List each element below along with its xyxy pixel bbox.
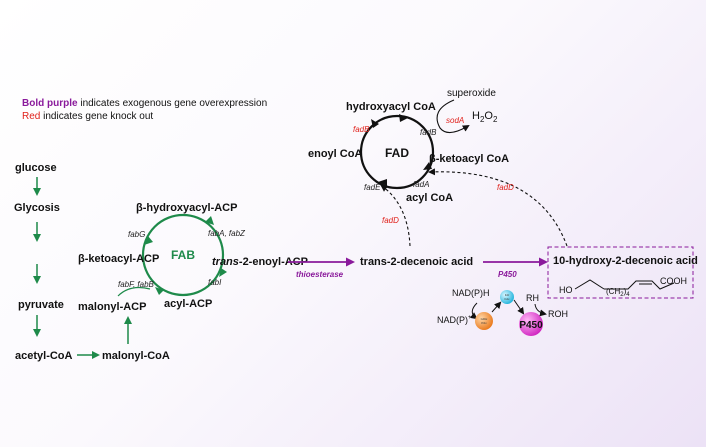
fad-center-label: FAD <box>385 146 409 160</box>
fadD-right-gene: fadD <box>497 183 514 192</box>
legend-purple-desc: indicates exogenous gene overexpression <box>78 98 268 109</box>
structure-ch2-close: ) <box>624 287 627 296</box>
fad-ketoacyl-label: β-ketoacyl CoA <box>429 153 509 165</box>
fad-arrowhead-right <box>423 162 432 170</box>
hydroxy-acid-label: 10-hydroxy-2-decenoic acid <box>553 255 698 267</box>
fadB-knockout-gene: fadB <box>353 125 370 134</box>
nadph-label: NAD(P)H <box>452 288 490 298</box>
structure-ch2: (CH2)4 <box>606 287 630 298</box>
fabAZ-gene: fabA, fabZ <box>208 229 246 238</box>
structure-ch2-n: 4 <box>626 292 630 298</box>
fadB-gene: fadB <box>420 128 437 137</box>
structure-ch2-sub: 2 <box>620 292 624 298</box>
fad-enoyl-label: enoyl CoA <box>308 148 362 160</box>
legend-purple-term: Bold purple <box>22 98 78 109</box>
nadp-label: NAD(P)+ <box>437 315 472 325</box>
fab-arrowhead-1 <box>144 236 153 245</box>
reductase-ball <box>500 290 514 304</box>
structure-cooh: COOH <box>660 276 687 286</box>
red-to-p450-arrow <box>513 299 525 315</box>
h2o2-h: H <box>472 110 480 122</box>
legend-red-term: Red <box>22 111 40 122</box>
fab-hydroxyacyl-label: β-hydroxyacyl-ACP <box>136 202 237 214</box>
fadA-gene: fadA <box>413 180 429 189</box>
fab-arrowhead-2 <box>205 216 214 225</box>
fab-enoyl-rest: -2-enoyl-ACP <box>239 256 308 268</box>
fad-cycle-ring <box>359 114 435 190</box>
thioesterase-label: thioesterase <box>296 270 344 279</box>
product-box <box>547 246 694 299</box>
superoxide-label: superoxide <box>447 88 496 99</box>
fadE-gene: fadE <box>364 183 381 192</box>
structure-skeleton <box>574 279 675 290</box>
fab-enoyl-label: trans-2-enoyl-ACP <box>212 256 308 268</box>
h2o2-label: H2O2 <box>472 110 498 124</box>
fabI-gene: fabI <box>208 278 222 287</box>
malonyl-coa-label: malonyl-CoA <box>102 350 170 362</box>
fad-arrowhead-bottom <box>378 179 387 186</box>
fab-acyl-label: acyl-ACP <box>164 298 212 310</box>
gdh-ball-line1: GDH <box>481 317 488 321</box>
fab-arrowhead-3 <box>219 268 227 277</box>
nad-curve <box>469 302 478 320</box>
reductase-ball-line1: Fdr <box>505 293 510 297</box>
fad-hydroxyacyl-label: hydroxyacyl CoA <box>346 101 436 113</box>
fadD-left-dashed <box>380 184 411 247</box>
fad-arrowhead-left <box>371 119 379 128</box>
h2o2-sub1: 2 <box>480 115 485 124</box>
p450-enzyme-label: P450 <box>498 270 517 279</box>
nadp-sup: + <box>468 315 472 321</box>
structure-ho: HO <box>559 285 573 295</box>
gdh-ball-line2: Pdx <box>481 321 487 325</box>
nadp-text: NAD(P) <box>437 315 468 325</box>
malonyl-acp-label: malonyl-ACP <box>78 301 146 313</box>
p450-ball-label: P450 <box>519 320 543 331</box>
fabG-gene: fabG <box>128 230 145 239</box>
sodA-curve <box>436 99 470 134</box>
fab-arrowhead-4 <box>155 287 164 295</box>
glycosis-label: Glycosis <box>14 202 60 214</box>
h2o2-o: O <box>484 110 493 122</box>
legend-line-1: Bold purple indicates exogenous gene ove… <box>22 98 267 109</box>
fadD-right-dashed <box>428 168 568 247</box>
gdh-ball <box>475 312 493 330</box>
fadD-left-gene: fadD <box>382 216 399 225</box>
legend-line-2: Red indicates gene knock out <box>22 111 153 122</box>
legend-red-desc: indicates gene knock out <box>40 111 153 122</box>
gdh-to-red-arrow <box>491 301 502 313</box>
fab-cycle-ring <box>141 213 225 297</box>
acetyl-coa-label: acetyl-CoA <box>15 350 73 362</box>
rh-roh-curve <box>534 303 547 317</box>
roh-label: ROH <box>548 309 568 319</box>
pyruvate-label: pyruvate <box>18 299 64 311</box>
sodA-gene: sodA <box>446 116 464 125</box>
fab-enoyl-italic: trans <box>212 256 239 268</box>
fad-acyl-label: acyl CoA <box>406 192 453 204</box>
structure-ch2-open: (CH <box>606 287 620 296</box>
rh-label: RH <box>526 293 539 303</box>
fab-ketoacyl-label: β-ketoacyl-ACP <box>78 253 159 265</box>
decenoic-acid-label: trans-2-decenoic acid <box>360 256 473 268</box>
h2o2-sub2: 2 <box>493 115 498 124</box>
fabFB-gene: fabF, fabB <box>118 280 155 289</box>
fab-entry-curve <box>117 286 151 297</box>
reductase-ball-line2: Fdx <box>504 297 510 301</box>
fad-arrowhead-top <box>399 114 408 122</box>
fab-center-label: FAB <box>171 248 195 262</box>
glucose-label: glucose <box>15 162 57 174</box>
p450-ball <box>519 312 543 336</box>
